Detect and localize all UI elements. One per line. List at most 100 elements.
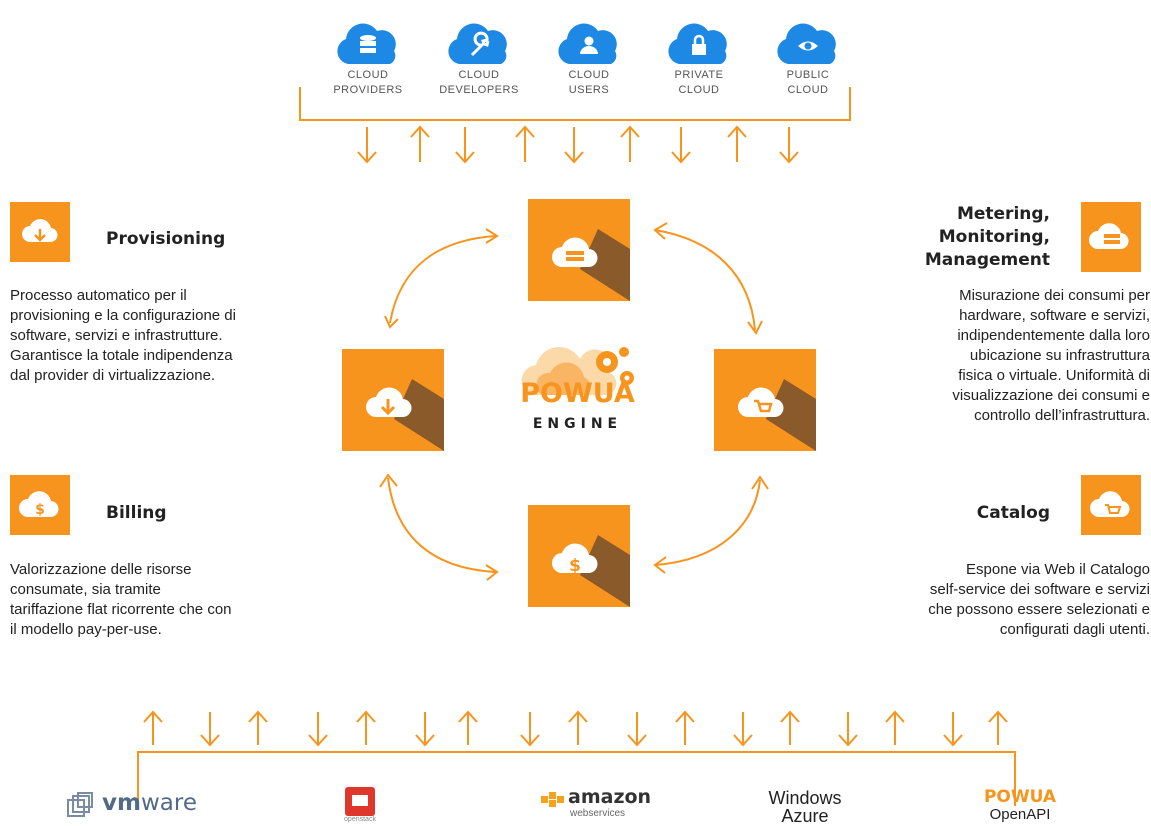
engine-brand: POWUA — [520, 378, 635, 409]
vmware-wordmark-ware: ware — [140, 790, 197, 816]
catalog-line: che possono essere selezionati e — [928, 601, 1150, 618]
cycle-arrowhead — [747, 320, 763, 335]
billing-line: tariffazione flat ricorrente che con — [10, 601, 232, 618]
cycle-arrow-top-left — [389, 235, 496, 324]
cycle-arrowhead — [751, 475, 769, 490]
windows-azure-logo: Windows Azure — [740, 789, 870, 825]
arrow-down — [838, 712, 858, 747]
arrow-up — [988, 710, 1008, 745]
arrow-up — [143, 710, 163, 745]
svg-text:$: $ — [35, 502, 45, 518]
arrow-up — [458, 710, 478, 745]
cloud-label-line2: CLOUD — [787, 84, 829, 96]
cloud-item: CLOUD USERS — [534, 10, 644, 105]
metering-line: fisica o virtuale. Uniformità di — [958, 367, 1150, 384]
cycle-arrow-top-right — [654, 229, 756, 331]
metering-title-line: Management — [924, 250, 1050, 270]
billing-line: consumate, sia tramite — [10, 581, 161, 598]
catalog-line: self-service dei software e servizi — [929, 581, 1150, 598]
svg-text:$: $ — [569, 556, 581, 576]
arrow-down — [943, 712, 963, 747]
tile-provisioning — [342, 349, 444, 451]
metering-title-line: Monitoring, — [938, 227, 1050, 247]
powua-wordmark: POWUA — [983, 787, 1057, 807]
arrow-down — [671, 127, 691, 164]
arrow-down — [415, 712, 435, 747]
cloud-label-line2: CLOUD — [678, 84, 720, 96]
openapi-wordmark: OpenAPI — [989, 806, 1051, 823]
cycle-arrowhead — [384, 315, 399, 329]
arrow-down — [733, 712, 753, 747]
catalog-description: Espone via Web il Catalogo self-service … — [830, 560, 1150, 640]
catalog-line: Espone via Web il Catalogo — [966, 561, 1150, 578]
billing-line: Valorizzazione delle risorse — [10, 561, 192, 578]
engine-subtitle: ENGINE — [532, 416, 623, 432]
arrow-down — [564, 127, 584, 164]
user-icon — [558, 23, 617, 64]
arrow-down — [779, 127, 799, 164]
billing-line: il modello pay-per-use. — [10, 621, 162, 638]
arrow-down — [200, 712, 220, 747]
cycle-arrow-bottom-right — [654, 479, 761, 566]
provisioning-line: software, servizi e infrastrutture. — [10, 327, 223, 344]
cloud-label-line2: USERS — [568, 84, 610, 96]
arrow-down — [627, 712, 647, 747]
openstack-logo: openstack — [330, 786, 390, 824]
metering-line: visualizzazione dei consumi e — [952, 387, 1150, 404]
provisioning-line: Garantisce la totale indipendenza — [10, 347, 233, 364]
billing-title: Billing — [106, 503, 167, 523]
arrow-up — [620, 125, 640, 162]
powua-openapi-logo: POWUA OpenAPI — [960, 788, 1080, 824]
azure-line: Windows — [768, 788, 842, 808]
provisioning-line: provisioning e la configurazione di — [10, 307, 236, 324]
cycle-arrowhead — [485, 228, 499, 244]
provisioning-line: dal provider di virtualizzazione. — [10, 367, 216, 384]
metering-title-line: Metering, — [956, 204, 1050, 224]
vmware-squares-icon — [67, 792, 93, 817]
provisioning-description: Processo automatico per il provisioning … — [10, 286, 300, 386]
cycle-arrowhead — [485, 564, 499, 581]
arrow-down — [520, 712, 540, 747]
arrow-up — [727, 125, 747, 162]
billing-description: Valorizzazione delle risorse consumate, … — [10, 560, 300, 640]
azure-line: Azure — [781, 806, 829, 826]
tile-billing: $ — [528, 505, 630, 607]
metering-line: indipendentemente dalla loro — [957, 327, 1150, 344]
arrow-up — [568, 710, 588, 745]
vmware-wordmark-vm: vm — [102, 790, 141, 816]
tile-catalog — [714, 349, 816, 451]
metering-title: Metering, Monitoring, Management — [880, 203, 1050, 272]
cycle-arrow-bottom-left — [387, 477, 496, 573]
arrow-up — [410, 125, 430, 162]
provisioning-icon — [10, 202, 70, 262]
provisioning-title: Provisioning — [106, 229, 226, 249]
powua-engine-logo: POWUA ENGINE — [512, 340, 642, 440]
arrow-up — [780, 710, 800, 745]
webservices-wordmark: webservices — [570, 808, 626, 819]
cloud-label-line1: CLOUD — [568, 69, 610, 81]
lock-icon — [668, 23, 727, 64]
cycle-arrowhead — [653, 222, 668, 240]
amazon-wordmark: amazon — [568, 786, 652, 808]
cloud-label-line1: CLOUD — [458, 69, 500, 81]
eye-icon — [777, 23, 836, 64]
arrow-up — [885, 710, 905, 745]
engine-cloud-gears-icon — [521, 347, 634, 395]
catalog-line: configurati dagli utenti. — [999, 621, 1150, 638]
metering-line: controllo dell’infrastruttura. — [974, 407, 1150, 424]
metering-line: hardware, software e servizi, — [959, 307, 1150, 324]
aws-boxes-icon — [541, 792, 564, 807]
cycle-arrowhead — [379, 473, 398, 488]
arrow-down — [357, 127, 377, 164]
openstack-wordmark: openstack — [344, 816, 376, 823]
catalog-title: Catalog — [976, 503, 1050, 523]
metering-line: Misurazione dei consumi per — [959, 287, 1150, 304]
arrow-up — [675, 710, 695, 745]
provisioning-line: Processo automatico per il — [10, 287, 187, 304]
wrench-icon — [448, 23, 507, 64]
bottom-bracket-line — [137, 751, 1016, 806]
cycle-arrowhead — [653, 556, 667, 574]
